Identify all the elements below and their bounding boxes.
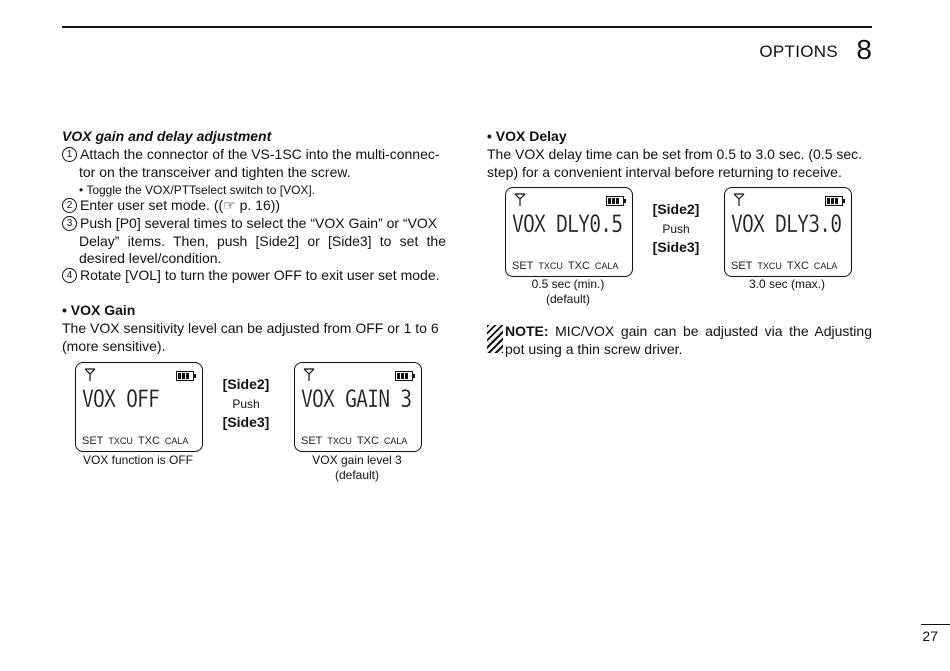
step-text: Push [P0] several times to select the “V… bbox=[80, 215, 438, 231]
paragraph-line: The VOX sensitivity level can be adjuste… bbox=[62, 320, 439, 336]
paragraph: The VOX sensitivity level can be adjuste… bbox=[62, 320, 452, 355]
paragraph-line: step) for a convenient interval before r… bbox=[487, 163, 842, 180]
side3-key-label: [Side3] bbox=[222, 414, 270, 430]
note-text: MIC/VOX gain can be adjusted via the Adj… bbox=[555, 323, 872, 339]
section-heading: VOX gain and delay adjustment bbox=[62, 128, 272, 144]
page-number: 27 bbox=[922, 628, 938, 644]
section-title: OPTIONS bbox=[759, 42, 838, 61]
step-number: 4 bbox=[62, 268, 77, 283]
lcd-caption: VOX gain level 3 (default) bbox=[312, 453, 402, 482]
step-text: Attach the connector of the VS-1SC into … bbox=[80, 146, 440, 162]
step-text: desired level/condition. bbox=[79, 250, 222, 266]
battery-icon bbox=[825, 196, 845, 206]
header-rule bbox=[62, 26, 872, 28]
push-label: Push bbox=[232, 397, 260, 411]
subsection-heading: • VOX Delay bbox=[487, 128, 567, 144]
step-number: 2 bbox=[62, 198, 77, 213]
side2-key-label: [Side2] bbox=[222, 376, 270, 392]
note-icon bbox=[487, 325, 503, 353]
battery-icon bbox=[606, 196, 626, 206]
step-text: Enter user set mode. ((☞ p. 16)) bbox=[80, 197, 281, 213]
step-text: tor on the transceiver and tighten the s… bbox=[79, 163, 351, 180]
step-note: • Toggle the VOX/PTTselect switch to [VO… bbox=[79, 183, 316, 197]
lcd-text: VOX OFF bbox=[82, 385, 160, 413]
subsection-heading: • VOX Gain bbox=[62, 302, 136, 318]
side3-key-label: [Side3] bbox=[652, 239, 700, 255]
side2-key-label: [Side2] bbox=[652, 201, 700, 217]
battery-icon bbox=[395, 371, 415, 381]
lcd-caption: VOX function is OFF bbox=[82, 453, 194, 467]
antenna-icon bbox=[84, 368, 96, 381]
step-text: Rotate [VOL] to turn the power OFF to ex… bbox=[80, 267, 440, 283]
paragraph-line: (more sensitive). bbox=[62, 337, 166, 354]
note-label: NOTE: bbox=[505, 323, 549, 339]
paragraph-line: The VOX delay time can be set from 0.5 t… bbox=[487, 146, 863, 162]
lcd-text: VOX GAIN 3 bbox=[301, 385, 412, 413]
antenna-icon bbox=[303, 368, 315, 381]
chapter-number: 8 bbox=[856, 34, 872, 65]
push-label: Push bbox=[662, 222, 690, 236]
note: NOTE: MIC/VOX gain can be adjusted via t… bbox=[505, 323, 872, 358]
lcd-caption: 3.0 sec (max.) bbox=[748, 277, 826, 291]
antenna-icon bbox=[733, 193, 745, 206]
battery-icon bbox=[176, 371, 196, 381]
note-text: pot using a thin screw driver. bbox=[505, 340, 683, 357]
footer-rule bbox=[921, 624, 950, 625]
lcd-text: VOX DLY3.0 bbox=[731, 210, 842, 238]
lcd-caption: 0.5 sec (min.) (default) bbox=[531, 277, 605, 306]
antenna-icon bbox=[514, 193, 526, 206]
paragraph: The VOX delay time can be set from 0.5 t… bbox=[487, 146, 872, 181]
step-number: 3 bbox=[62, 216, 77, 231]
lcd-text: VOX DLY0.5 bbox=[512, 210, 623, 238]
step-text: Delay” items. Then, push [Side2] or [Sid… bbox=[79, 232, 446, 249]
step-number: 1 bbox=[62, 147, 77, 162]
